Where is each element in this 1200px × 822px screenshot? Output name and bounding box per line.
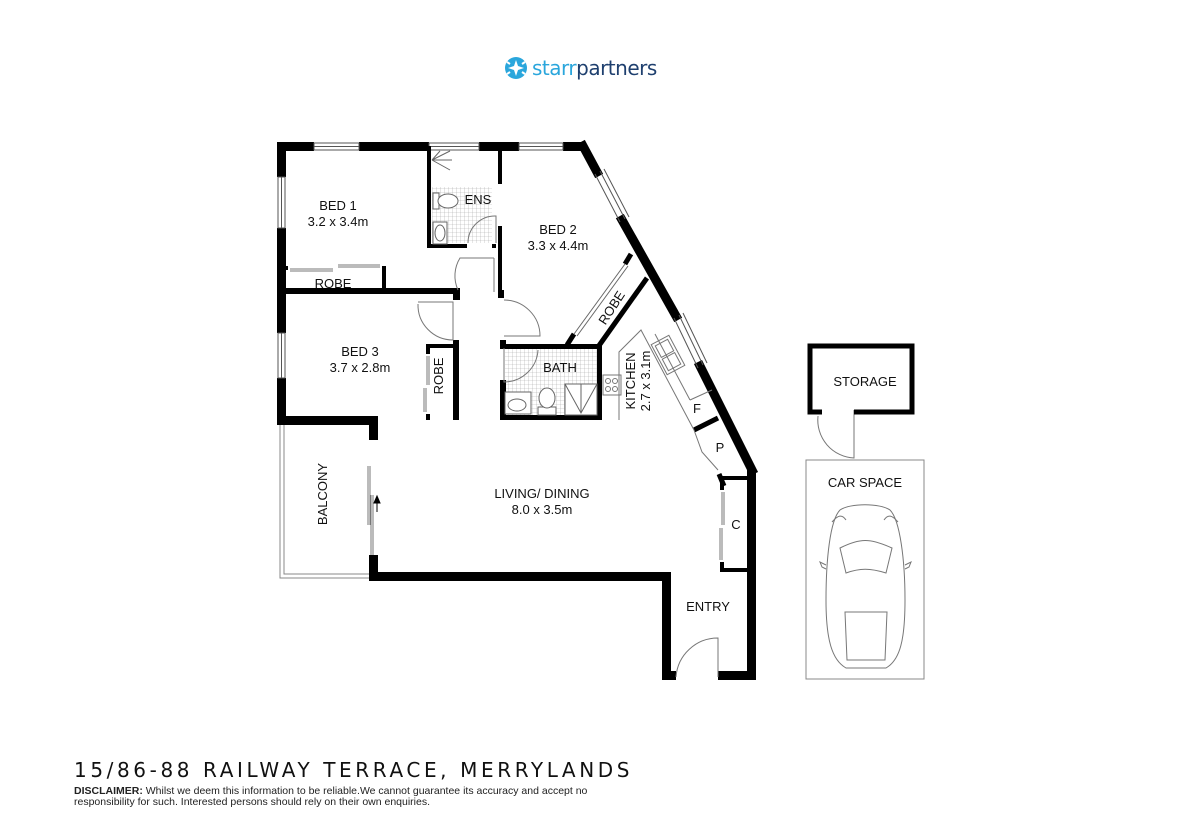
- label-living-size: 8.0 x 3.5m: [512, 502, 573, 517]
- ensuite-fixtures: [431, 150, 459, 245]
- ensuite-door: [467, 215, 497, 244]
- label-ens: ENS: [465, 192, 492, 207]
- kitchen-walls: [692, 415, 727, 487]
- robe2-walls: [564, 252, 650, 349]
- car-icon: [819, 504, 912, 669]
- label-entry: ENTRY: [686, 599, 730, 614]
- star-logo-icon: [505, 57, 527, 79]
- bath-fixtures: [504, 383, 598, 416]
- slide-arrow-icon: [373, 494, 381, 512]
- label-bed1-size: 3.2 x 3.4m: [308, 214, 369, 229]
- disclaimer: DISCLAIMER: Whilst we deem this informat…: [74, 786, 634, 808]
- property-address: 15/86-88 RAILWAY TERRACE, MERRYLANDS: [74, 758, 634, 782]
- label-robe1: ROBE: [315, 276, 352, 291]
- label-bed2-size: 3.3 x 4.4m: [528, 238, 589, 253]
- label-kitchen: KITCHEN: [623, 352, 638, 409]
- label-bed3-size: 3.7 x 2.8m: [330, 360, 391, 375]
- storage-room: [807, 343, 915, 415]
- car-space-outline: [805, 459, 925, 680]
- interior-walls: [282, 146, 750, 572]
- sliding-doors: [290, 264, 725, 560]
- windows: [277, 142, 564, 379]
- brand-name-part1: starr: [532, 56, 577, 80]
- disclaimer-text: Whilst we deem this information to be re…: [74, 785, 588, 808]
- label-car-space: CAR SPACE: [828, 475, 902, 490]
- label-robe3: ROBE: [431, 357, 446, 394]
- diagonal-windows: [594, 168, 708, 369]
- balcony-outline: [279, 422, 370, 579]
- disclaimer-label: DISCLAIMER:: [74, 785, 143, 797]
- doors: [417, 215, 855, 678]
- label-cupboard: C: [731, 517, 740, 532]
- label-bed2: BED 2: [539, 222, 577, 237]
- diagonal-wall: [576, 139, 759, 477]
- label-fridge: F: [693, 401, 701, 416]
- brand-logo: starrpartners: [504, 53, 657, 83]
- label-bed3: BED 3: [341, 344, 379, 359]
- room-labels: BED 1 3.2 x 3.4m ENS ROBE BED 2 3.3 x 4.…: [308, 192, 903, 614]
- label-living: LIVING/ DINING: [494, 486, 589, 501]
- label-pantry: P: [716, 440, 725, 455]
- brand-name-part2: partners: [576, 56, 657, 80]
- brand-name: starrpartners: [532, 56, 657, 80]
- label-bath: BATH: [543, 360, 577, 375]
- label-balcony: BALCONY: [315, 463, 330, 525]
- label-kitchen-size: 2.7 x 3.1m: [638, 351, 653, 412]
- kitchen-bench: [602, 329, 719, 471]
- label-bed1: BED 1: [319, 198, 357, 213]
- label-storage: STORAGE: [833, 374, 897, 389]
